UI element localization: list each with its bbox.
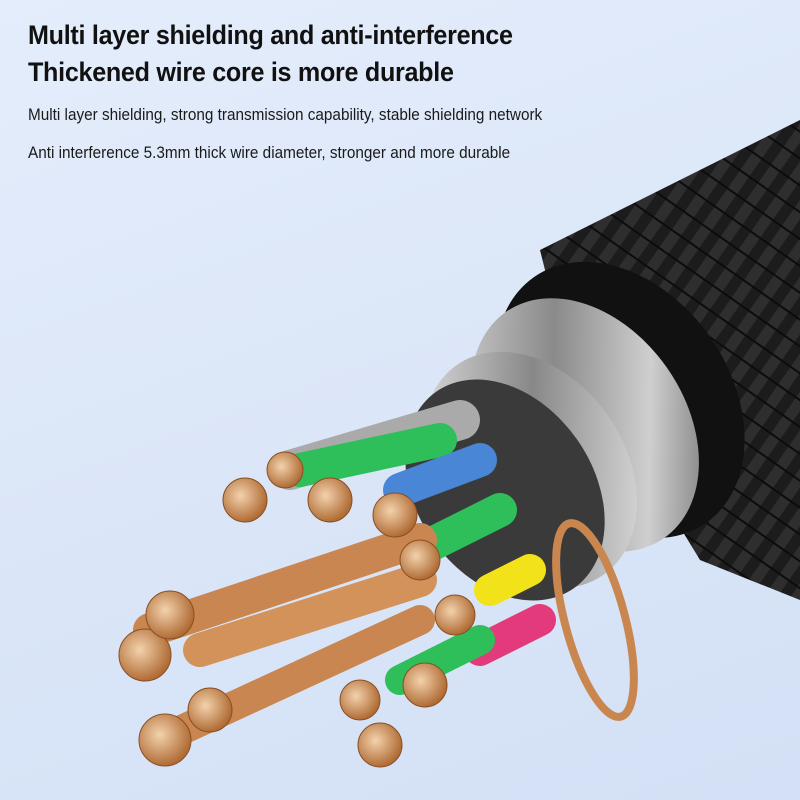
subtitle-line-2: Anti interference 5.3mm thick wire diame… [28,143,511,162]
subtitle-line-1: Multi layer shielding, strong transmissi… [28,105,543,124]
inner-wires [270,400,638,721]
headline-line-2: Thickened wire core is more durable [28,57,454,87]
headline-line-1: Multi layer shielding and anti-interfere… [28,20,513,50]
copper-strands [118,451,476,768]
